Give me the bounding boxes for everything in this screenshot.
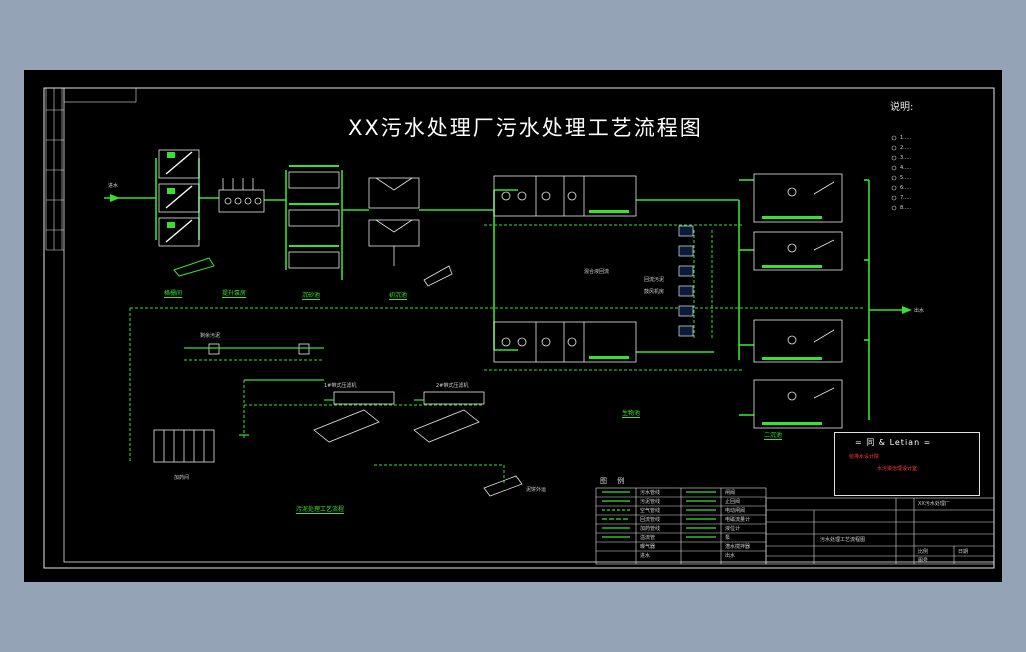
logo-red-line: 水污染治理设计室 [877,466,918,472]
sludge-equipment [153,343,523,497]
legend-item: 液位计 [725,526,741,532]
note-item: 8..... [900,205,912,211]
section-biological: 生物池 [622,410,641,418]
note-item: 6..... [900,185,912,191]
legend-item: 闸阀 [725,490,736,496]
note-item: 1..... [900,135,912,141]
notes-title: 说明: [890,102,914,113]
section-grit: 沉砂池 [302,292,321,300]
title-block-sheet: 图号 [918,558,929,564]
note-item: 5..... [900,175,912,181]
screenings-conveyor [173,257,215,277]
sludge-pipes [184,347,424,436]
clarifier-scrapers [762,216,822,425]
legend-title: 图 例 [600,477,629,485]
section-secondary: 二沉池 [764,432,783,440]
legend-item: 电磁流量计 [725,517,751,523]
legend-item: 污泥管线 [640,499,661,505]
section-primary: 初沉池 [389,292,408,300]
inner-frame [63,87,995,563]
legend-item: 止回阀 [725,499,741,505]
drawing-sheet: XX污水处理厂污水处理工艺流程图 说明: 1..... 2..... 3....… [24,70,1002,582]
blower-label: 鼓风机房 [644,289,665,295]
return-sludge-label: 回流污泥 [644,277,665,283]
note-item: 4..... [900,165,912,171]
secondary-clarifiers [753,173,843,429]
company-logo-box: = 同 & Letian = 给排水设计院 水污染治理设计室 [834,432,980,496]
section-lift: 提升泵房 [222,290,247,298]
bf1-label: 1#带式压滤机 [324,383,357,389]
legend-item: 空气管线 [640,508,661,514]
outlet-label: 出水 [914,308,925,314]
legend-item: 溢流管 [640,535,656,541]
section-screen: 格栅间 [164,290,183,298]
drawing-title: XX污水处理厂污水处理工艺流程图 [348,116,703,140]
blowers [678,225,694,337]
logo-name: = 同 & Letian = [855,438,932,447]
legend-item: 曝气器 [640,544,656,550]
screen-units [158,149,200,247]
legend-item: 进水 [640,553,651,559]
title-block-project: XX污水处理厂 [918,501,950,507]
legend-grid [595,487,767,565]
outlet-arrow [902,306,912,314]
section-sludge: 污泥处理工艺流程 [296,506,345,514]
title-block-scale: 比例 [918,549,929,555]
margin-strip [45,87,137,251]
legend-symbols [602,491,716,538]
legend-item: 潜水搅拌器 [725,544,751,550]
grit-chambers [288,171,340,269]
notes-bullets [891,135,897,211]
primary-clarifier [368,177,453,287]
aerators [589,210,629,359]
note-item: 3..... [900,155,912,161]
legend-item: 电动闸阀 [725,508,746,514]
mixed-liquor-label: 混合液回流 [584,269,610,275]
note-item: 7..... [900,195,912,201]
inlet-arrow [110,194,120,202]
bio-tanks [493,175,637,363]
inlet-label: 进水 [108,183,119,189]
outer-frame [43,87,995,569]
lift-pumps [218,178,265,213]
legend-item: 污水管线 [640,490,661,496]
title-block-grid [765,497,995,565]
title-block-drawing: 污水处理工艺流程图 [820,537,866,543]
excess-sludge-label: 剩余污泥 [200,333,221,339]
grit-bridges [289,165,339,247]
sludge-cake-label: 泥饼外运 [526,487,547,493]
process-diagram [43,87,995,569]
dosing-label: 加药间 [174,475,190,481]
logo-sub: 给排水设计院 [849,454,880,460]
legend-item: 泵 [725,535,731,541]
return-sludge-lines [129,224,864,485]
bf2-label: 2#带式压滤机 [436,383,469,389]
legend-item: 加药管线 [640,526,661,532]
screen-hoppers [167,152,175,228]
legend-item: 出水 [725,553,736,559]
title-block-date: 日期 [958,549,969,555]
legend-item: 回流管线 [640,517,661,523]
note-item: 2..... [900,145,912,151]
